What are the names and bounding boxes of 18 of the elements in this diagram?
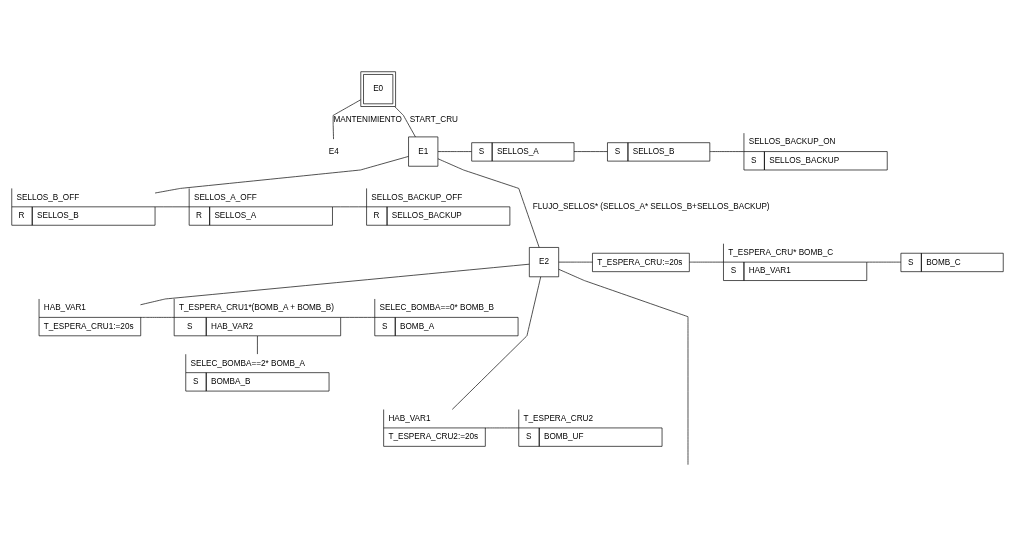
connector bbox=[332, 98, 361, 139]
connector bbox=[437, 157, 540, 248]
connector bbox=[140, 263, 530, 305]
connector bbox=[689, 261, 724, 262]
connector bbox=[154, 155, 409, 193]
connector bbox=[558, 268, 689, 465]
connector bbox=[573, 150, 608, 152]
connector bbox=[484, 427, 519, 428]
connector bbox=[154, 206, 190, 207]
connector bbox=[332, 206, 367, 207]
connector bbox=[340, 316, 376, 318]
connector bbox=[257, 335, 258, 354]
connector bbox=[437, 150, 472, 152]
connector bbox=[451, 276, 542, 410]
connector bbox=[558, 261, 593, 262]
connector bbox=[709, 150, 745, 152]
connector bbox=[394, 105, 416, 137]
connector bbox=[140, 316, 175, 318]
